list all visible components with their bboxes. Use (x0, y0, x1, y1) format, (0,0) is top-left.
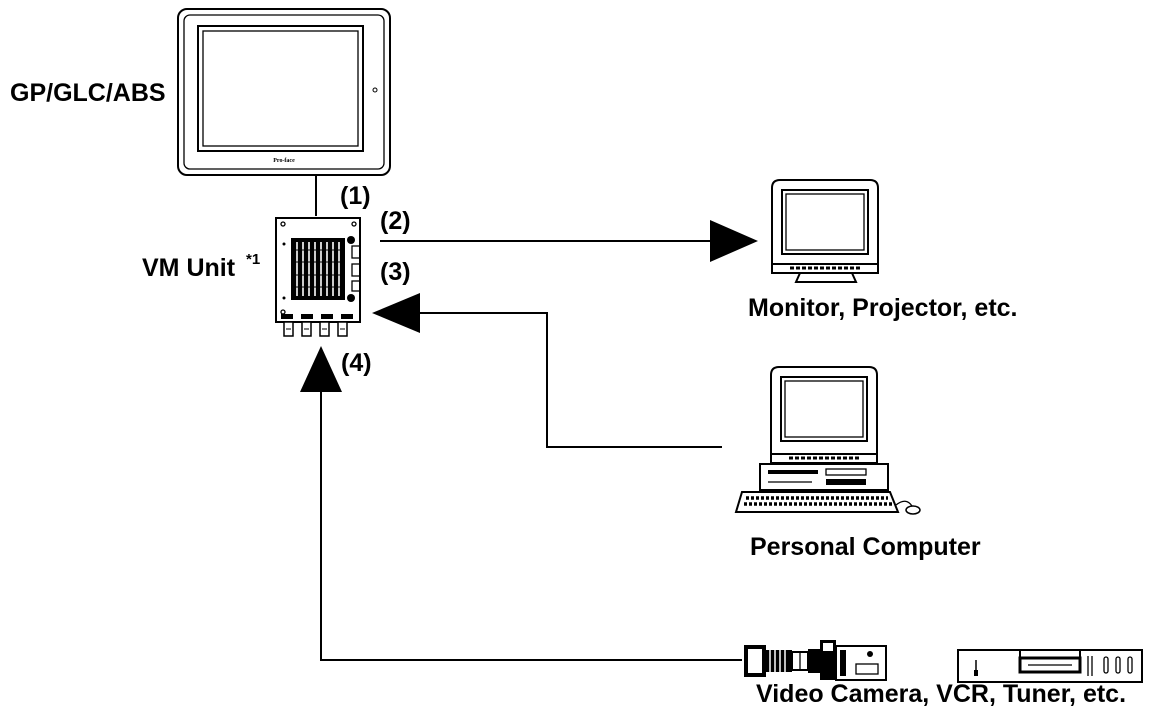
pc-device (734, 366, 921, 515)
vm-unit-footnote-ref: *1 (246, 251, 260, 268)
connection-label-4: (4) (341, 349, 372, 377)
connection-line-3 (416, 312, 722, 448)
gp-label: GP/GLC/ABS (10, 79, 166, 107)
connection-line-4 (320, 388, 742, 661)
connection-label-1: (1) (340, 182, 371, 210)
vm-unit-label: VM Unit (142, 254, 236, 282)
video-label: Video Camera, VCR, Tuner, etc. (756, 680, 1126, 708)
device-brand-logo: Pro-face (273, 158, 295, 164)
vcr-tuner-device (957, 649, 1143, 683)
gp-display-device: Pro-face (177, 8, 391, 176)
video-camera-device (744, 640, 887, 681)
monitor-device (771, 179, 879, 283)
connection-label-3: (3) (380, 258, 411, 286)
monitor-label: Monitor, Projector, etc. (748, 294, 1018, 322)
vm-unit-device (275, 217, 361, 337)
arrowhead-from-video (300, 346, 342, 392)
pc-label: Personal Computer (750, 533, 981, 561)
connection-label-2: (2) (380, 207, 411, 235)
arrowhead-to-monitor (710, 220, 758, 262)
arrowhead-from-pc (372, 293, 420, 333)
